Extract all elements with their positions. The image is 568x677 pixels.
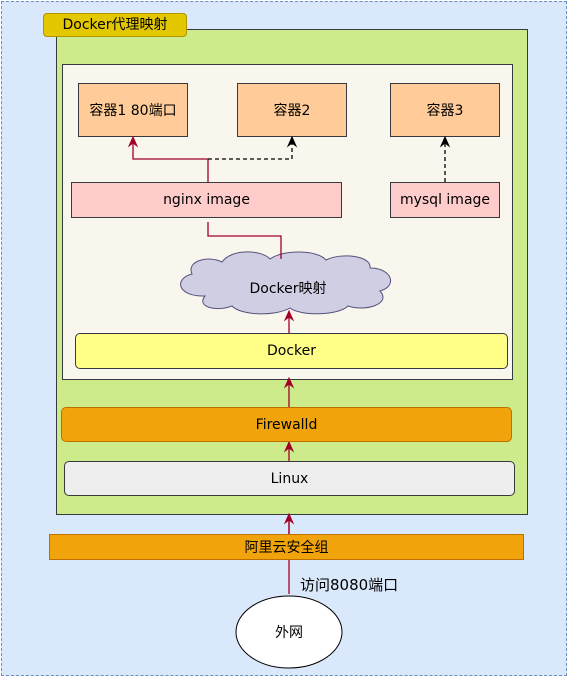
external-network-ellipse xyxy=(235,595,343,669)
docker-cloud-shape xyxy=(180,251,392,315)
docker-mapping-cloud: Docker映射 xyxy=(180,270,396,306)
nginx-image-box: nginx image xyxy=(71,182,342,218)
container-1-label: 容器1 80端口 xyxy=(89,103,177,119)
docker-layer-label: Docker xyxy=(266,343,317,359)
arrow-nginx-to-container2 xyxy=(208,135,298,160)
container-2-label: 容器2 xyxy=(273,103,311,119)
access-port-label: 访问8080端口 xyxy=(300,576,399,594)
container-3-label: 容器3 xyxy=(426,103,464,119)
nginx-image-label: nginx image xyxy=(163,192,250,208)
firewall-layer: Firewalld xyxy=(61,407,512,442)
mysql-image-box: mysql image xyxy=(390,182,500,218)
arrow-nginx-to-container1 xyxy=(127,135,209,182)
linux-layer-label: Linux xyxy=(270,470,309,487)
cloud-label: Docker映射 xyxy=(249,281,327,297)
container-3: 容器3 xyxy=(390,83,500,137)
docker-layer: Docker xyxy=(75,333,508,369)
aliyun-security-group: 阿里云安全组 xyxy=(49,534,524,560)
diagram-title: Docker代理映射 xyxy=(43,13,187,37)
mysql-image-label: mysql image xyxy=(399,192,491,208)
aliyun-label: 阿里云安全组 xyxy=(244,540,329,556)
firewall-layer-label: Firewalld xyxy=(255,416,318,433)
linux-layer: Linux xyxy=(64,461,515,496)
arrow-cloud-to-nginx xyxy=(207,222,282,259)
external-network-label: 外网 xyxy=(275,625,303,641)
